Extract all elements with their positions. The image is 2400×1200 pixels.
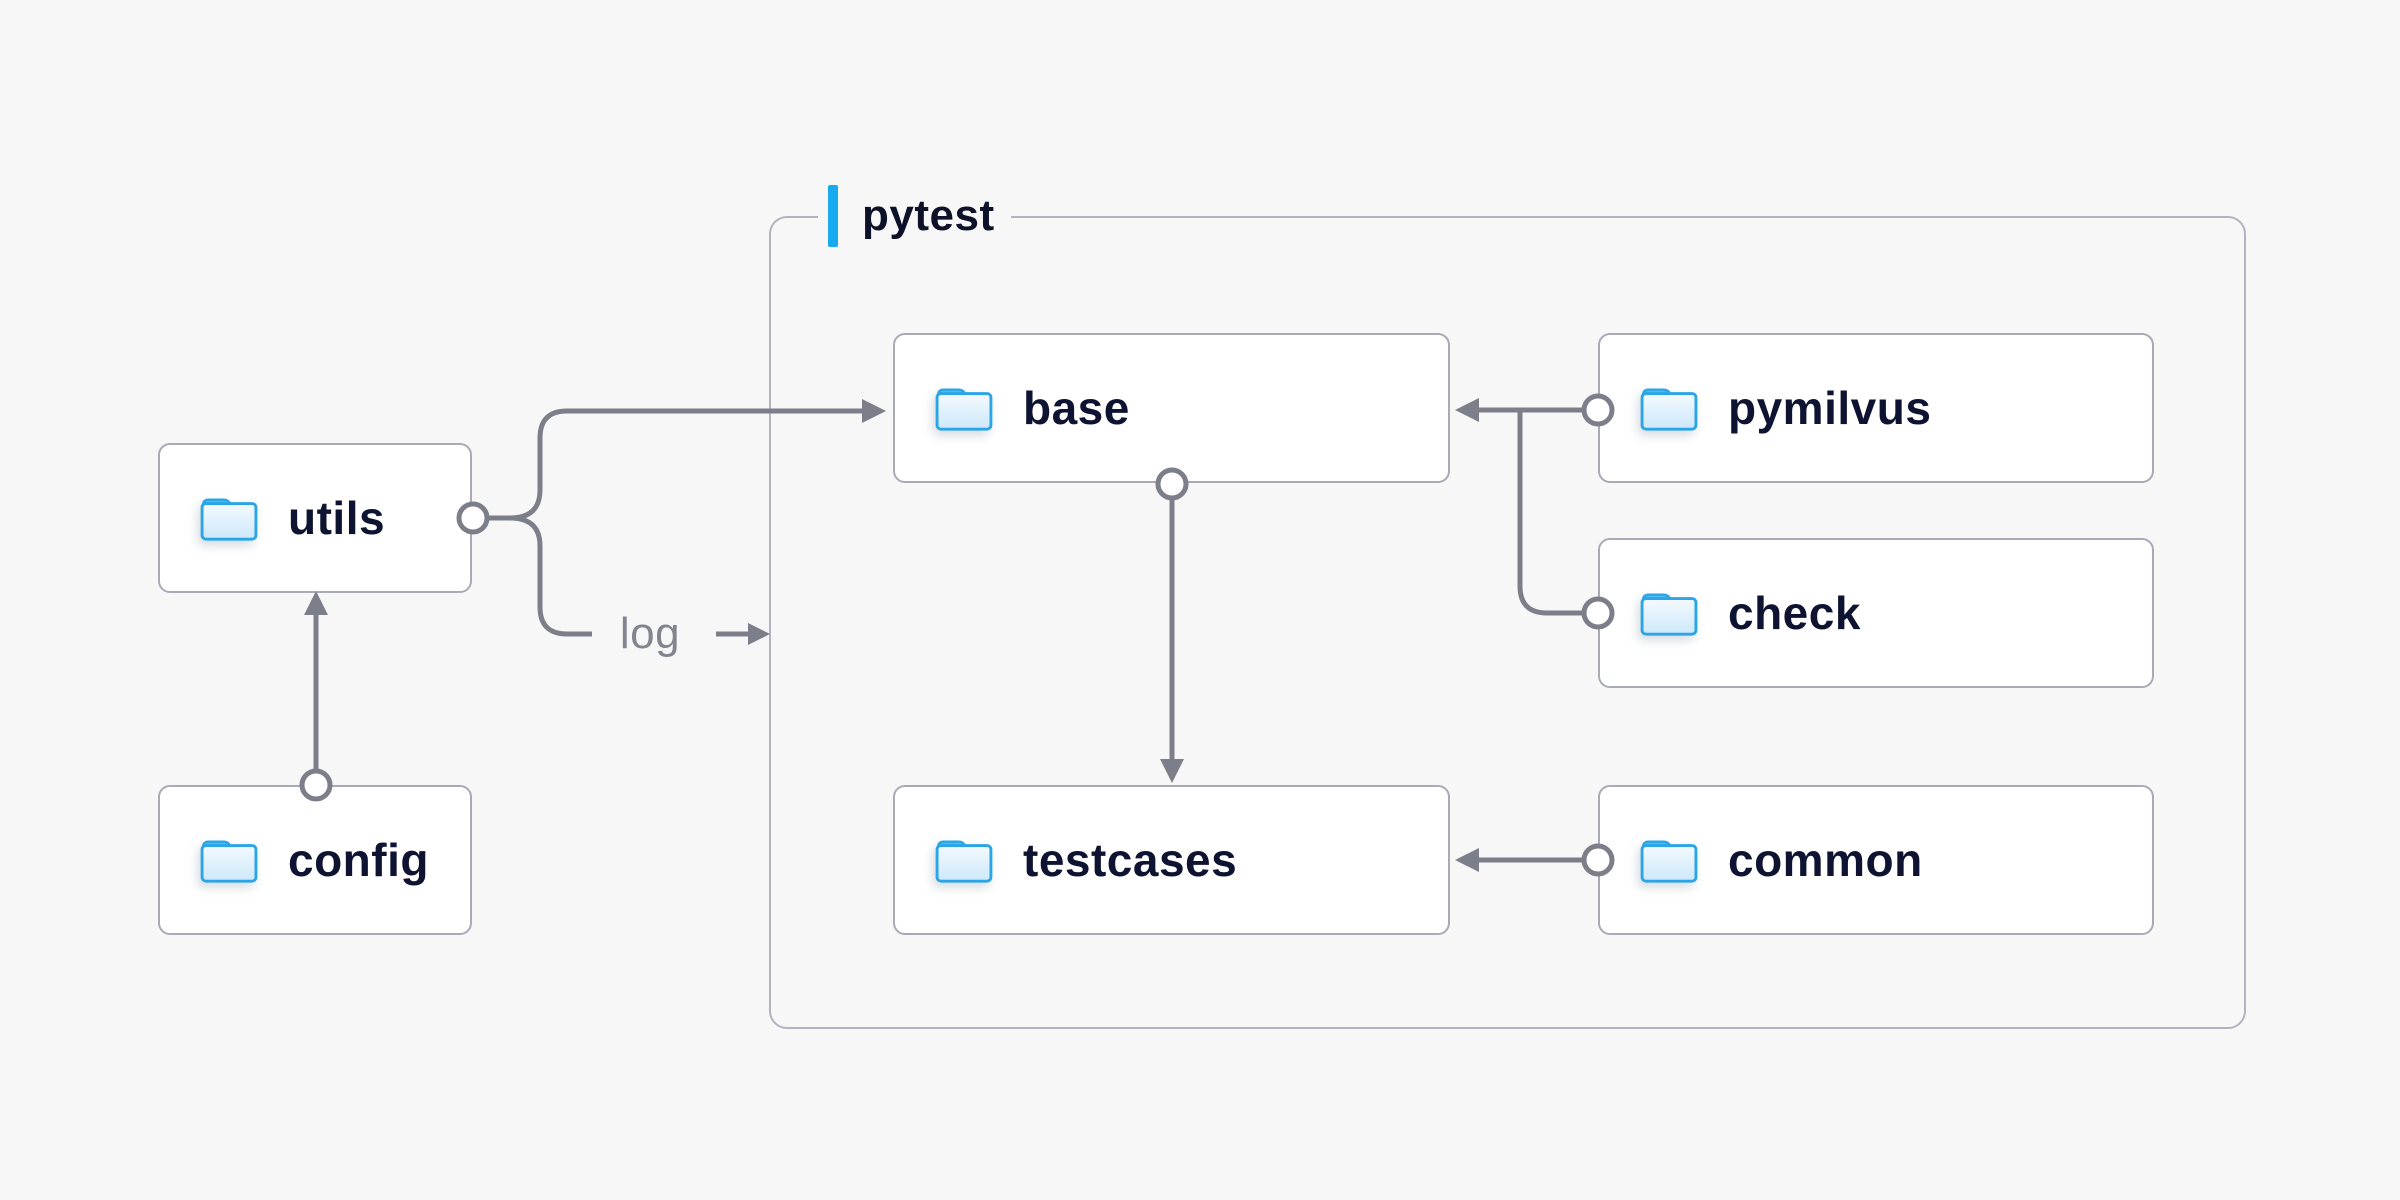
arrowhead-right-log xyxy=(748,623,770,645)
node-pymilvus: pymilvus xyxy=(1598,333,2154,483)
folder-icon xyxy=(200,498,258,541)
folder-icon xyxy=(1640,840,1698,883)
accent-bar xyxy=(828,185,838,247)
edge-label-log: log xyxy=(619,609,681,658)
folder-icon xyxy=(200,840,258,883)
pytest-container-label: pytest xyxy=(862,191,995,240)
edge-utils-log xyxy=(509,515,592,637)
folder-icon xyxy=(935,840,993,883)
node-testcases: testcases xyxy=(893,785,1450,935)
node-common: common xyxy=(1598,785,2154,935)
node-config: config xyxy=(158,785,472,935)
folder-icon xyxy=(1640,593,1698,636)
pytest-container-title: pytest xyxy=(818,184,1011,248)
node-base-label: base xyxy=(1023,382,1130,434)
node-base: base xyxy=(893,333,1450,483)
node-config-label: config xyxy=(288,834,429,886)
node-utils: utils xyxy=(158,443,472,593)
arrowhead-up-utils xyxy=(304,591,328,615)
pytest-container xyxy=(769,216,2246,1029)
node-utils-label: utils xyxy=(288,492,386,544)
node-testcases-label: testcases xyxy=(1023,834,1238,886)
node-common-label: common xyxy=(1728,834,1923,886)
node-check-label: check xyxy=(1728,587,1861,639)
node-pymilvus-label: pymilvus xyxy=(1728,382,1932,434)
folder-icon xyxy=(1640,388,1698,431)
node-check: check xyxy=(1598,538,2154,688)
folder-icon xyxy=(935,388,993,431)
